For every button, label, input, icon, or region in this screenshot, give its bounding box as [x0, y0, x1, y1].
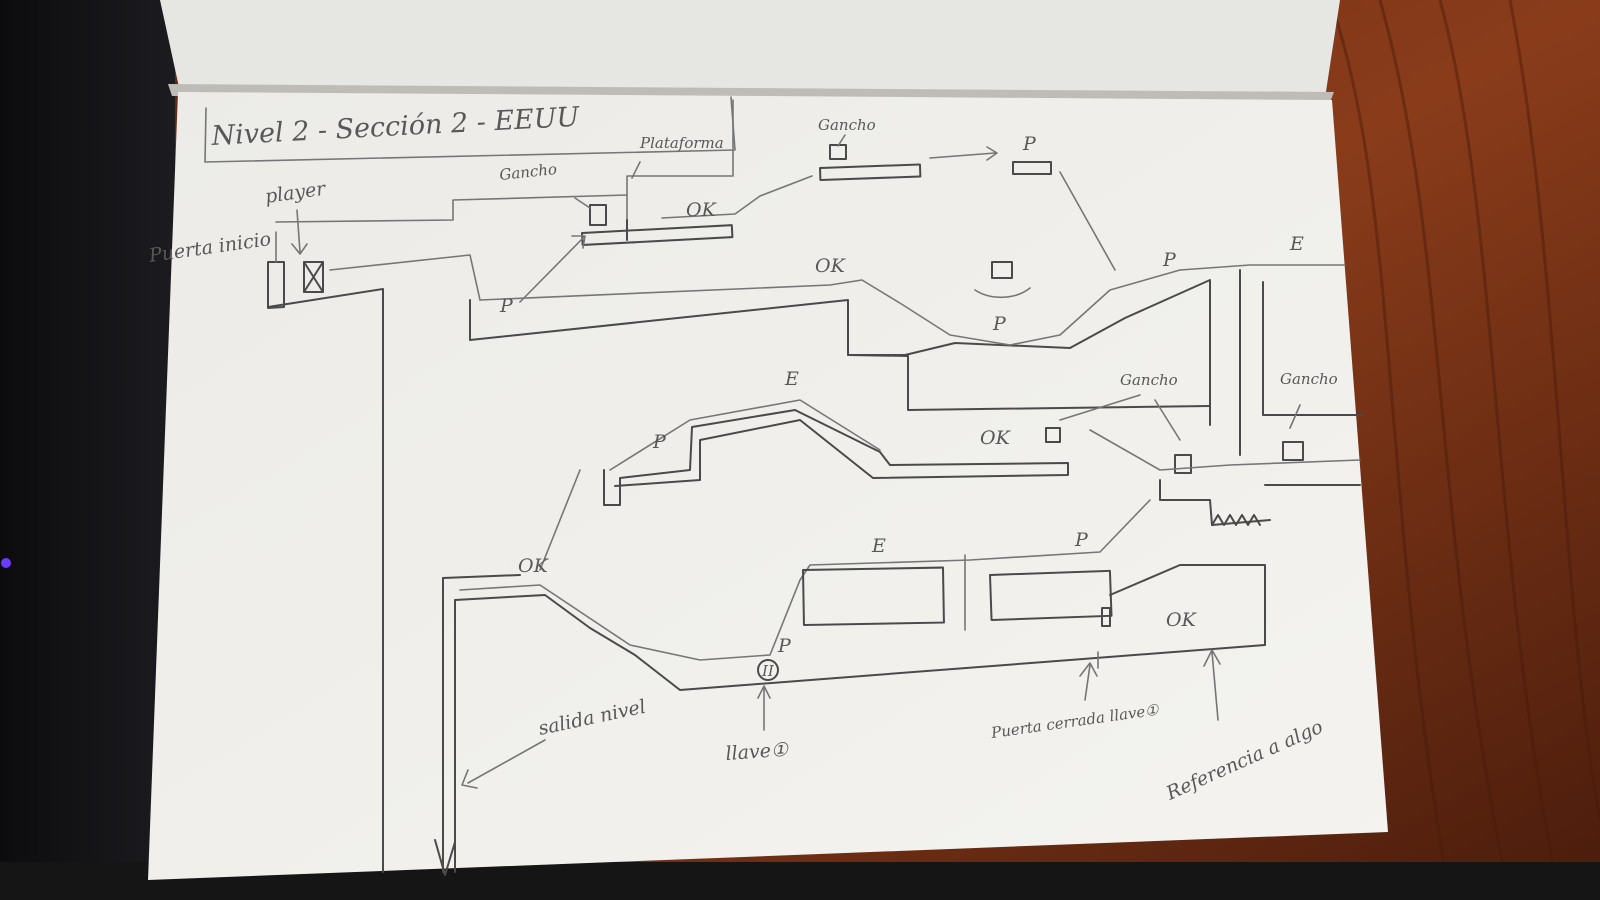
label-gancho-4: Gancho	[1280, 370, 1338, 388]
ok-marker-5: OK	[1166, 609, 1198, 631]
label-llave: llave①	[725, 739, 790, 765]
ok-marker-2: OK	[815, 255, 847, 277]
ok-marker-3: OK	[980, 427, 1012, 449]
key-symbol: II	[761, 662, 775, 680]
dark-left-area	[0, 0, 175, 900]
label-gancho-3: Gancho	[1120, 371, 1178, 389]
label-gancho-2: Gancho	[818, 116, 876, 134]
upper-page	[160, 0, 1340, 98]
e-marker-1: E	[1289, 233, 1304, 255]
e-marker-2: E	[784, 368, 799, 390]
e-marker-3: E	[871, 535, 886, 557]
ok-marker-4: OK	[518, 555, 550, 577]
p-marker-7: P	[777, 635, 792, 657]
p-marker-4: P	[992, 313, 1007, 335]
p-marker-3: P	[1162, 249, 1177, 271]
purple-light	[1, 558, 11, 568]
p-marker-2: P	[1022, 133, 1037, 155]
label-plataforma: Plataforma	[639, 134, 724, 152]
ok-marker-1: OK	[686, 199, 718, 221]
p-marker-6: P	[1074, 529, 1089, 551]
p-marker-5: P	[652, 431, 667, 453]
p-marker-1: P	[499, 295, 514, 317]
